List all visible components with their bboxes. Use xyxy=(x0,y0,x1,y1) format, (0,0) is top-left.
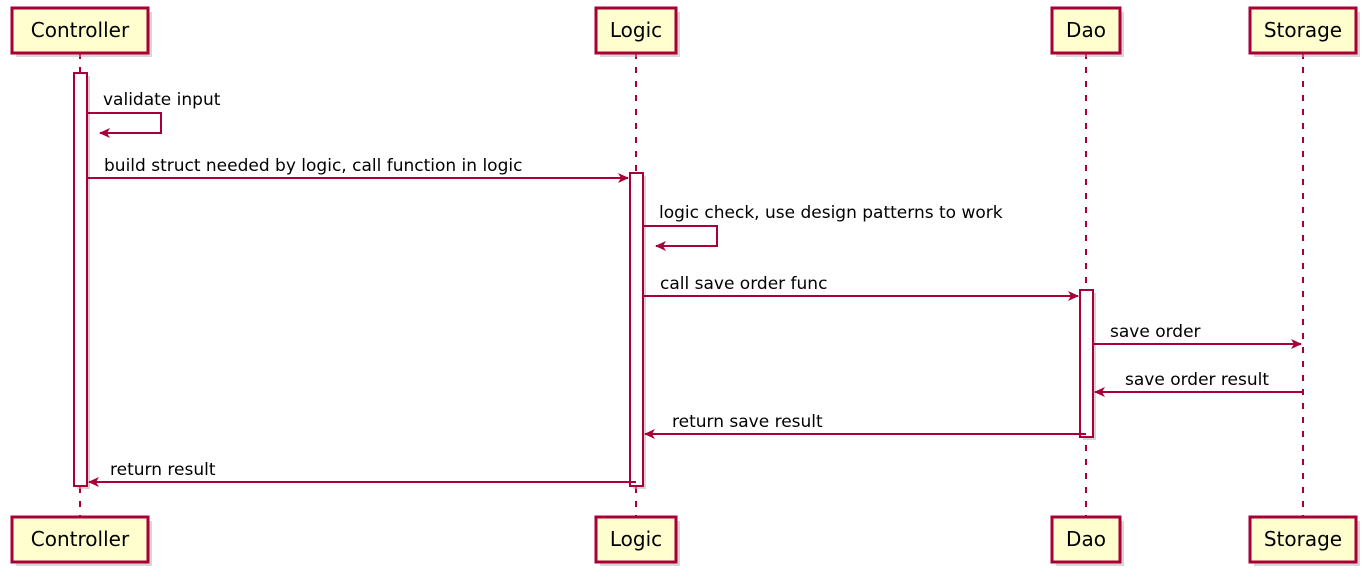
participant-box xyxy=(594,515,678,564)
activations-layer xyxy=(73,72,1096,489)
msg-save-order-result: save order result xyxy=(1094,370,1303,397)
self-message-path xyxy=(643,225,718,251)
participant-label-logic: Logic xyxy=(610,18,662,42)
participant-logic-top[interactable]: Logic xyxy=(594,6,680,57)
message-label: return result xyxy=(110,460,216,480)
message-label: build struct needed by logic, call funct… xyxy=(104,156,522,176)
participant-box xyxy=(1050,6,1122,55)
message-label: validate input xyxy=(103,90,221,110)
participant-box xyxy=(1248,515,1358,564)
participant-box xyxy=(10,6,150,55)
participant-box xyxy=(10,515,150,564)
participant-logic-bottom[interactable]: Logic xyxy=(594,515,680,566)
participant-controller-top[interactable]: Controller xyxy=(10,6,152,57)
msg-call-save-order-func: call save order func xyxy=(643,274,1079,301)
message-label: return save result xyxy=(672,412,823,432)
participant-label-dao: Dao xyxy=(1066,18,1106,42)
participant-label-dao: Dao xyxy=(1066,527,1106,551)
messages-layer: validate input build struct needed by log… xyxy=(87,90,1303,487)
participant-storage-top[interactable]: Storage xyxy=(1248,6,1360,57)
participant-dao-bottom[interactable]: Dao xyxy=(1050,515,1124,566)
participant-controller-bottom[interactable]: Controller xyxy=(10,515,152,566)
msg-logic-check: logic check, use design patterns to work xyxy=(643,203,1003,251)
activation-bar-controller xyxy=(73,72,90,489)
msg-validate-input: validate input xyxy=(87,90,221,138)
message-label: call save order func xyxy=(660,274,827,294)
activation-rect xyxy=(629,172,644,487)
participant-label-storage: Storage xyxy=(1264,527,1342,551)
msg-return-result: return result xyxy=(88,460,636,487)
participant-box xyxy=(594,6,678,55)
participant-storage-bottom[interactable]: Storage xyxy=(1248,515,1360,566)
participant-box xyxy=(1248,6,1358,55)
participant-label-controller: Controller xyxy=(31,527,130,551)
participant-label-logic: Logic xyxy=(610,527,662,551)
participant-label-controller: Controller xyxy=(31,18,130,42)
participant-label-storage: Storage xyxy=(1264,18,1342,42)
self-message-path xyxy=(87,112,162,138)
message-label: save order result xyxy=(1125,370,1269,390)
msg-save-order: save order xyxy=(1093,322,1302,349)
participant-dao-top[interactable]: Dao xyxy=(1050,6,1124,57)
activation-rect xyxy=(73,72,88,487)
msg-return-save-result: return save result xyxy=(644,412,1086,439)
activation-rect xyxy=(1079,289,1094,438)
participants-layer: ControllerControllerLogicLogicDaoDaoStor… xyxy=(10,6,1360,566)
msg-build-struct: build struct needed by logic, call funct… xyxy=(87,156,629,183)
activation-bar-dao xyxy=(1079,289,1096,440)
activation-bar-logic xyxy=(629,172,646,489)
participant-box xyxy=(1050,515,1122,564)
message-label: logic check, use design patterns to work xyxy=(659,203,1003,223)
message-label: save order xyxy=(1110,322,1201,342)
